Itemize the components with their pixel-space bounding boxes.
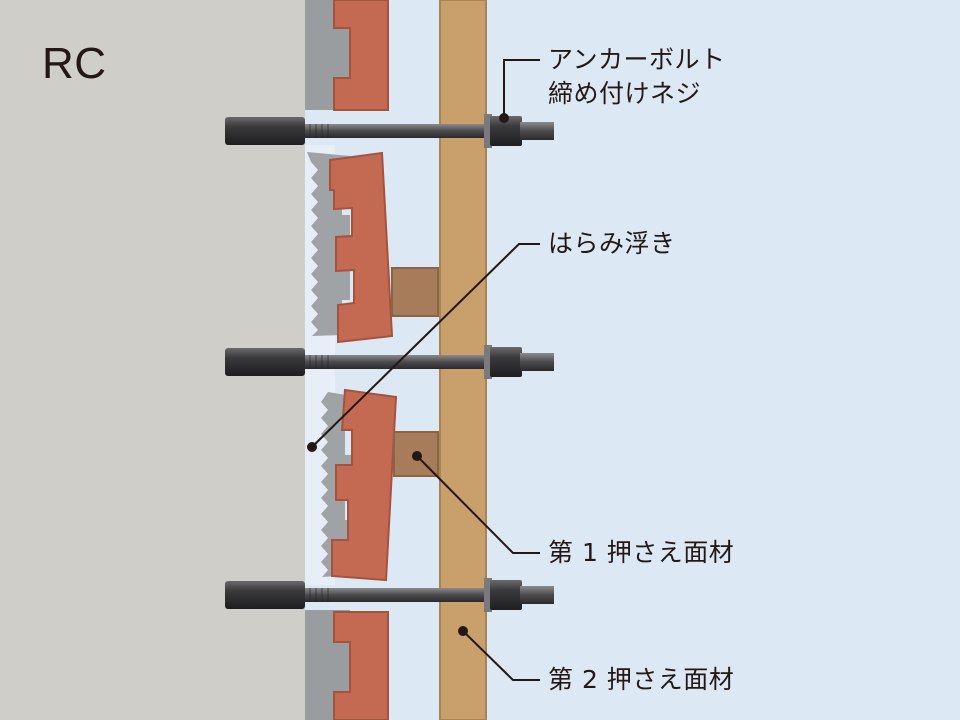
leader-anchor-bolt [503,59,540,118]
callout-first-board: 第 1 押さえ面材 [548,538,735,567]
callout-bulge: はらみ浮き [548,229,676,258]
callout-anchor-bolt: アンカーボルト 締め付けネジ [548,43,726,111]
leader-second-board [462,630,540,681]
callout-second-board: 第 2 押さえ面材 [548,665,735,694]
marker-bulge [307,442,317,452]
marker-first-board [412,451,422,461]
anchor-bolt-1 [225,114,554,148]
leader-first-board [416,455,540,554]
callout-anchor-bolt-line1: アンカーボルト [548,45,726,74]
tile-bottom [333,611,389,720]
tile-top [333,0,389,111]
leader-bulge [311,243,540,448]
tile-bulge-lower [331,388,398,582]
rc-label: RC [42,39,107,88]
marker-anchor-bolt [499,113,509,123]
callout-anchor-bolt-line2: 締め付けネジ [548,79,702,108]
anchor-bolt-3 [225,578,554,612]
tile-bulge-upper [329,151,394,344]
spacer-upper [391,267,439,317]
marker-second-board [458,626,468,636]
anchor-bolt-2 [225,345,554,379]
